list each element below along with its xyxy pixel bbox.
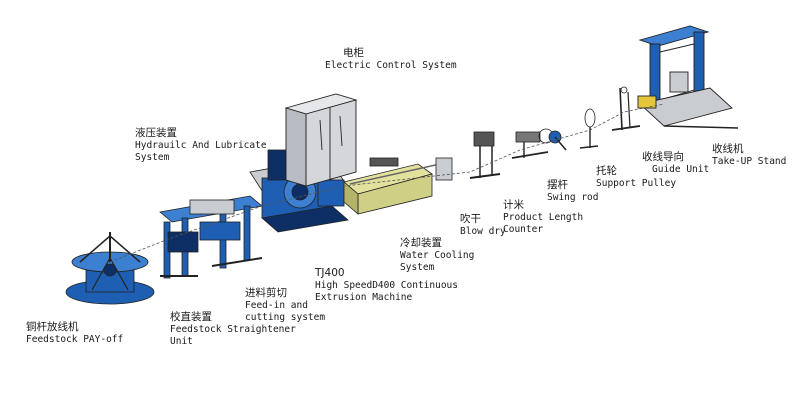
label-guide-cn: 收线导向 bbox=[642, 151, 684, 163]
label-extrusion-en-2: Extrusion Machine bbox=[315, 292, 413, 303]
label-cooling: 冷却装置 Water Cooling System bbox=[400, 236, 474, 274]
label-blowdry-cn: 吹干 bbox=[460, 213, 481, 225]
label-pulley-cn: 托轮 bbox=[596, 165, 617, 177]
label-control-cn: 电柜 bbox=[343, 47, 364, 59]
label-hydraulic-cn: 液压装置 bbox=[135, 127, 177, 139]
label-cooling-cn: 冷却装置 bbox=[400, 237, 442, 249]
label-takeup: 收线机 Take-UP Stand bbox=[712, 142, 786, 168]
label-guide: 收线导向 Guide Unit bbox=[642, 150, 709, 176]
label-extrusion-cn: TJ400 bbox=[315, 267, 345, 279]
label-pulley-en-1: Support Pulley bbox=[596, 178, 677, 189]
label-counter-en-2: Counter bbox=[503, 224, 544, 235]
label-straightener-cn: 校直装置 bbox=[170, 311, 212, 323]
label-feedcut-en-1: Feed-in and bbox=[245, 300, 308, 311]
electric-cabinet bbox=[284, 93, 358, 187]
label-straightener: 校直装置 Feedstock Straightener Unit bbox=[170, 310, 296, 348]
label-control-en-1: Electric Control System bbox=[325, 60, 457, 71]
label-cooling-en-1: Water Cooling bbox=[400, 250, 475, 261]
label-hydraulic: 液压装置 Hydrauilc And Lubricate System bbox=[135, 126, 267, 164]
label-takeup-en-1: Take-UP Stand bbox=[712, 156, 787, 167]
label-extrusion-en-1: High SpeedD400 Continuous bbox=[315, 280, 458, 291]
label-feedcut-cn: 进料剪切 bbox=[245, 287, 287, 299]
label-guide-en-1: Guide Unit bbox=[652, 164, 710, 175]
swing-rod bbox=[548, 130, 567, 151]
label-swing-en-1: Swing rod bbox=[547, 192, 599, 203]
label-cooling-en-2: System bbox=[400, 262, 435, 273]
label-pulley: 托轮 Support Pulley bbox=[596, 164, 676, 190]
label-extrusion: TJ400 High SpeedD400 Continuous Extrusio… bbox=[315, 266, 458, 304]
label-payoff: 铜杆放线机 Feedstock PAY-off bbox=[26, 320, 123, 346]
straightener-frame bbox=[159, 195, 263, 279]
label-counter-cn: 计米 bbox=[503, 199, 524, 211]
payoff-machine bbox=[65, 232, 155, 305]
label-payoff-cn: 铜杆放线机 bbox=[26, 321, 79, 333]
label-hydraulic-en-2: System bbox=[135, 152, 170, 163]
blow-dryer bbox=[469, 131, 501, 179]
label-counter: 计米 Product Length Counter bbox=[503, 198, 583, 236]
label-swing-cn: 摆杆 bbox=[547, 179, 568, 191]
label-takeup-cn: 收线机 bbox=[712, 143, 744, 155]
length-counter bbox=[511, 128, 554, 159]
label-swing: 摆杆 Swing rod bbox=[547, 178, 598, 204]
label-payoff-en-1: Feedstock PAY-off bbox=[26, 334, 124, 345]
label-blowdry-en-1: Blow dry bbox=[460, 226, 506, 237]
cooling-trough bbox=[343, 157, 453, 215]
label-straightener-en-1: Feedstock Straightener bbox=[170, 324, 296, 335]
label-counter-en-1: Product Length bbox=[503, 212, 584, 223]
label-hydraulic-en-1: Hydrauilc And Lubricate bbox=[135, 140, 267, 151]
label-feedcut-en-2: cutting system bbox=[245, 312, 326, 323]
label-control: 电柜 Electric Control System bbox=[325, 46, 457, 72]
support-pulley bbox=[579, 108, 599, 149]
guide-unit bbox=[611, 86, 641, 131]
label-blowdry: 吹干 Blow dry bbox=[460, 212, 506, 238]
takeup-stand bbox=[637, 25, 739, 129]
label-feedcut: 进料剪切 Feed-in and cutting system bbox=[245, 286, 325, 324]
product-line bbox=[109, 103, 665, 263]
label-straightener-en-2: Unit bbox=[170, 336, 193, 347]
